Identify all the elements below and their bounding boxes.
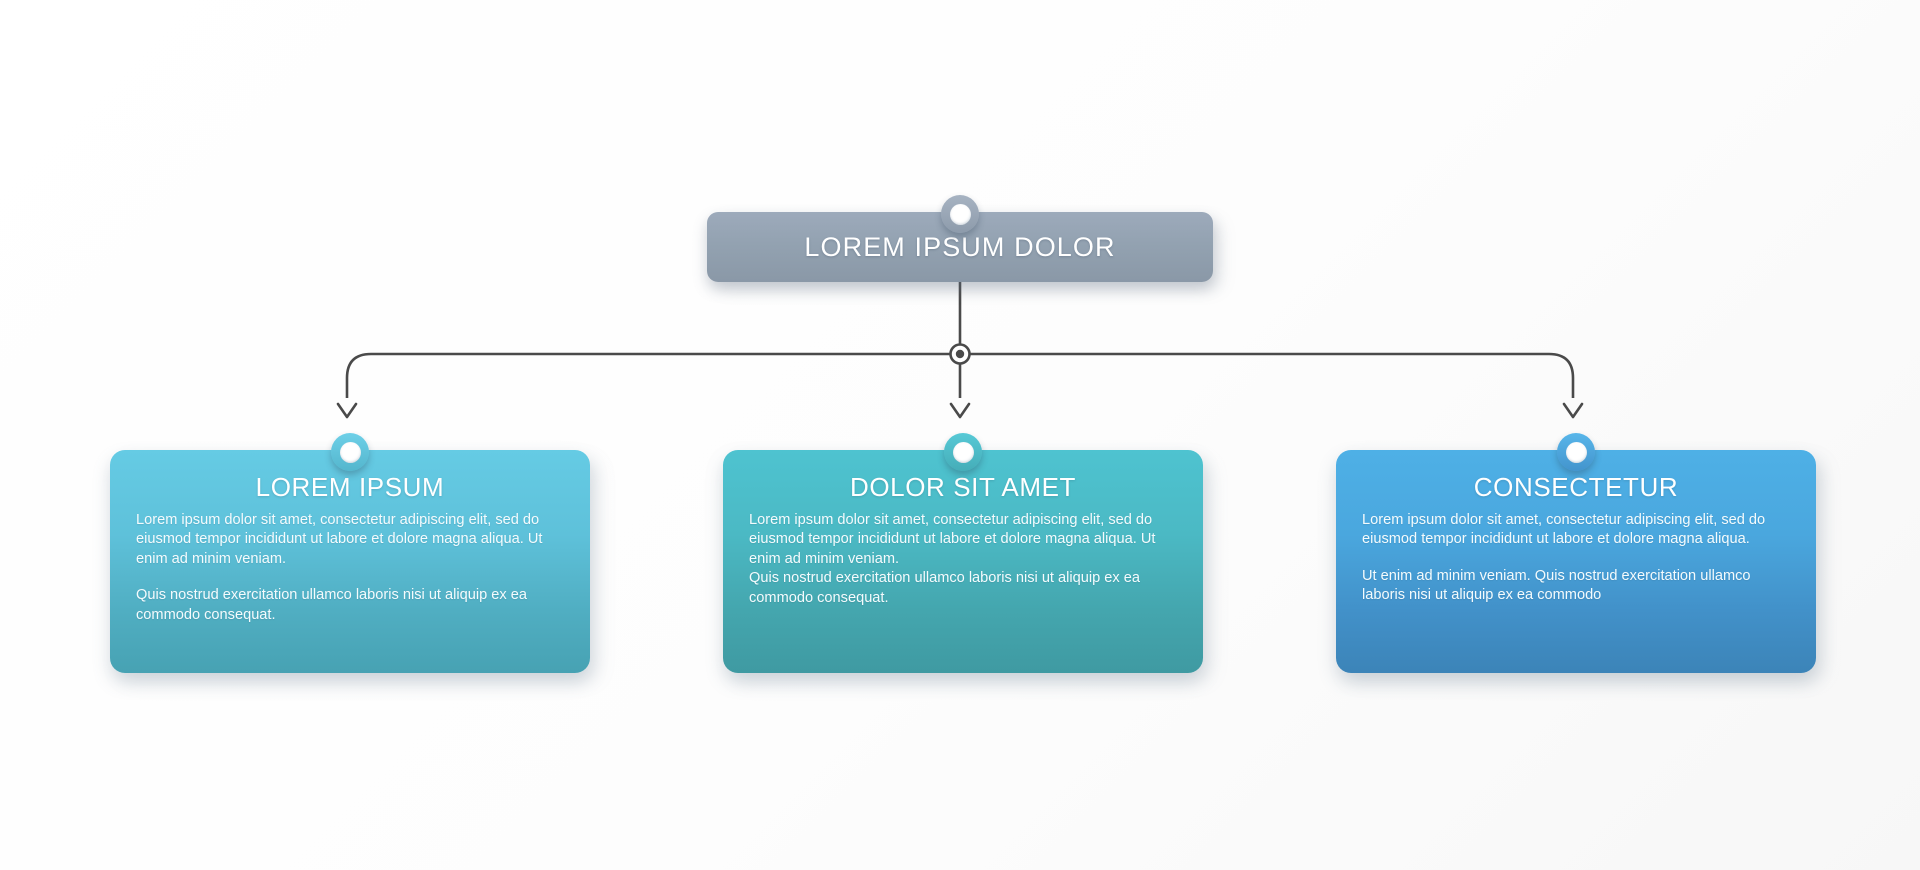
branch-card-paragraph: Quis nostrud exercitation ullamco labori… [749, 570, 1140, 606]
branch-card-0[interactable]: LOREM IPSUM Lorem ipsum dolor sit amet, … [110, 450, 590, 673]
pin-core [1565, 441, 1587, 463]
branch-card-paragraph: Ut enim ad minim veniam. Quis nostrud ex… [1362, 567, 1751, 604]
circle-node-icon-branch-1 [944, 433, 982, 471]
branch-card-2[interactable]: CONSECTETUR Lorem ipsum dolor sit amet, … [1336, 450, 1816, 673]
junction-node-icon [949, 343, 971, 365]
branch-card-title: LOREM IPSUM [255, 472, 445, 502]
connector-bus-right [960, 352, 1575, 398]
circle-node-icon-header [941, 195, 979, 233]
arrow-down-icon-2 [1562, 402, 1584, 419]
branch-card-1[interactable]: DOLOR SIT AMET Lorem ipsum dolor sit ame… [723, 450, 1203, 673]
branch-card-title: DOLOR SIT AMET [849, 472, 1077, 502]
connector-bus-left [345, 352, 960, 398]
pin-core [949, 203, 971, 225]
branch-card-paragraph: Lorem ipsum dolor sit amet, consectetur … [136, 512, 543, 567]
branch-card-paragraph: Lorem ipsum dolor sit amet, consectetur … [749, 512, 1156, 567]
branch-card-paragraph: Lorem ipsum dolor sit amet, consectetur … [1362, 512, 1766, 548]
arrow-down-icon-1 [949, 402, 971, 419]
arrow-down-icon-0 [336, 402, 358, 419]
pin-core [952, 441, 974, 463]
pin-core [339, 441, 361, 463]
circle-node-icon-branch-2 [1557, 433, 1595, 471]
header-title: LOREM IPSUM DOLOR [804, 231, 1116, 262]
circle-node-icon-branch-0 [331, 433, 369, 471]
branch-card-paragraph: Quis nostrud exercitation ullamco labori… [136, 587, 527, 623]
branch-card-title: CONSECTETUR [1473, 472, 1679, 502]
